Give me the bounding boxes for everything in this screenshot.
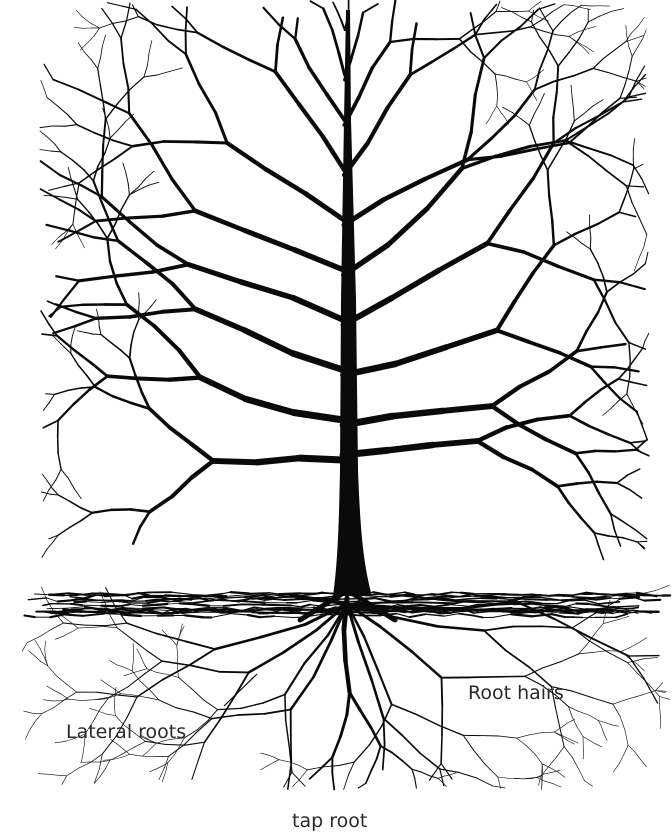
lateral-roots-label: Lateral roots	[66, 721, 186, 743]
root-hairs-label: Root hairs	[468, 682, 564, 704]
lateral-roots-leader-line	[224, 674, 257, 706]
tree-trunk	[333, 10, 372, 596]
tap-root-label: tap root	[292, 810, 367, 832]
root-system	[22, 585, 670, 790]
